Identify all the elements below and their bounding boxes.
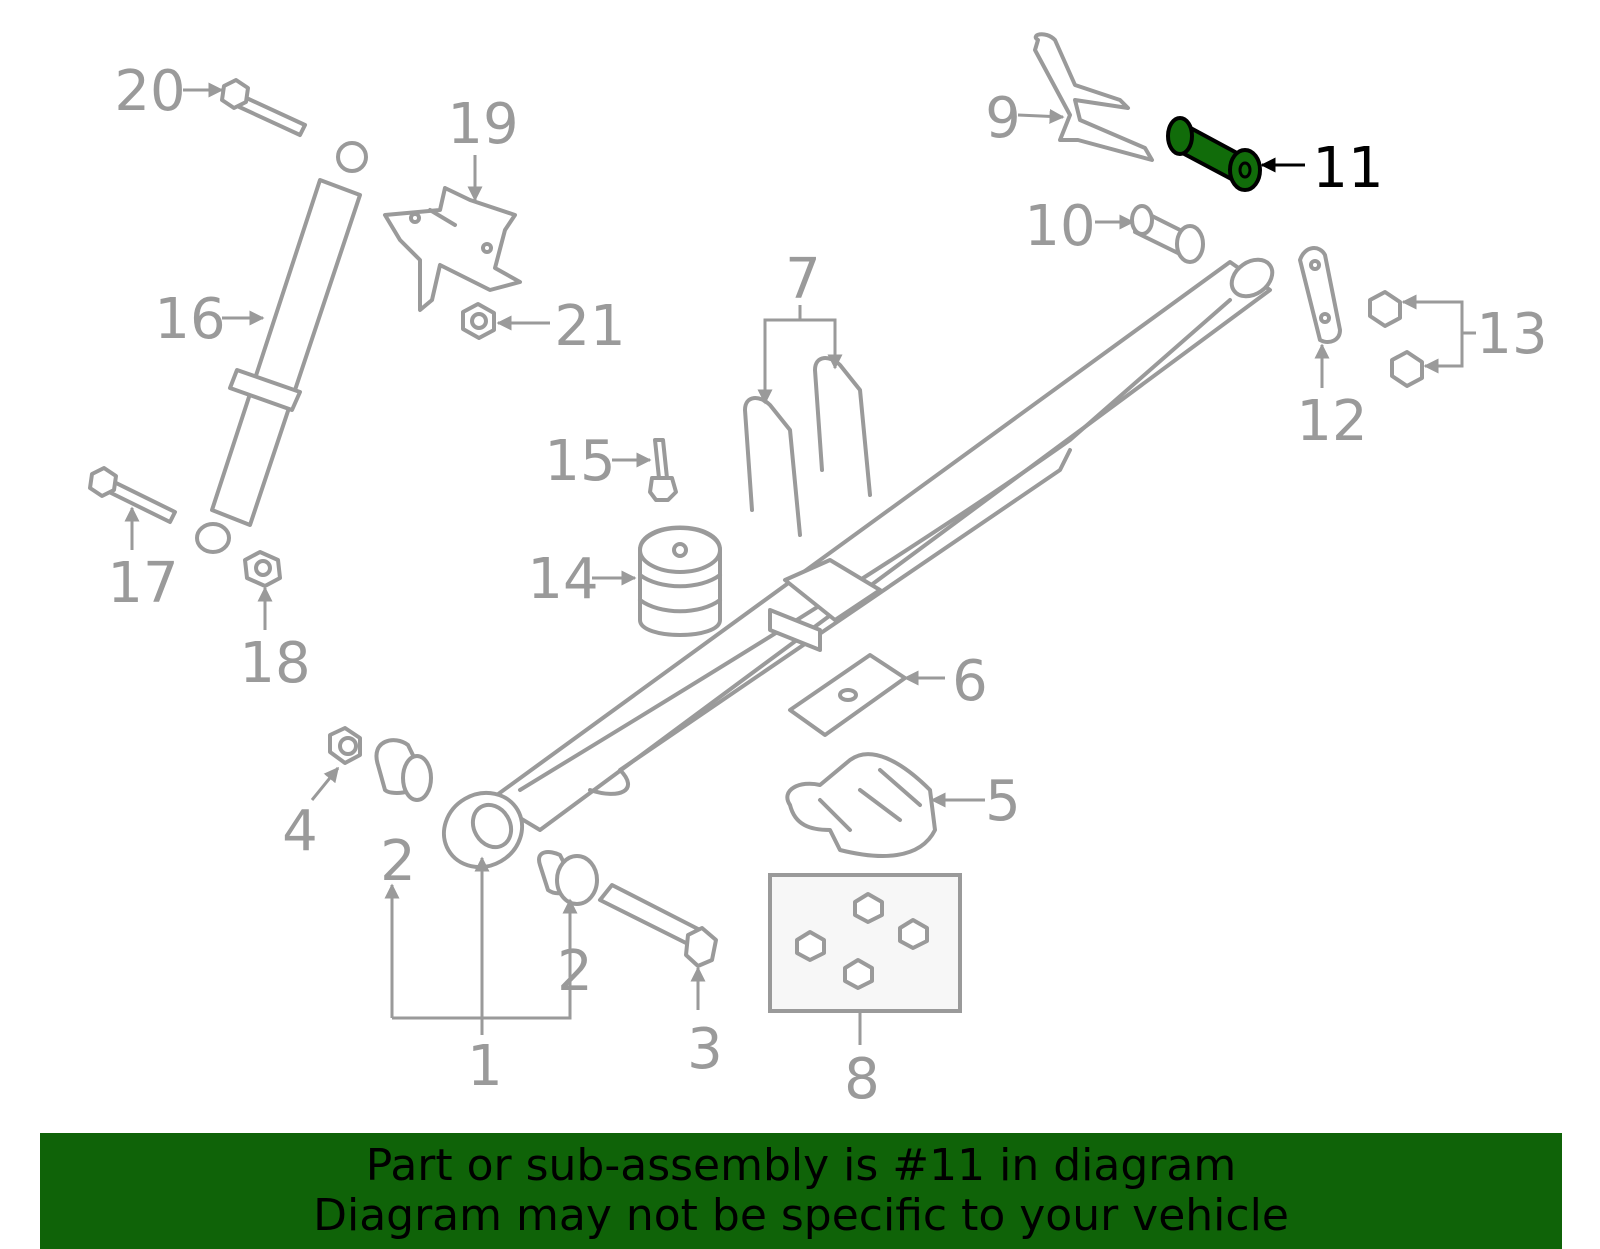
- callout-17: 17: [107, 551, 178, 616]
- callout-10: 10: [1024, 194, 1095, 259]
- leaf-spring-part[interactable]: [430, 252, 1279, 881]
- callout-5: 5: [985, 769, 1021, 834]
- callout-7: 7: [785, 247, 821, 312]
- nut-part-18[interactable]: [243, 550, 282, 588]
- leader-lines: [124, 82, 1476, 1045]
- callout-16: 16: [154, 287, 225, 352]
- callout-20: 20: [114, 59, 185, 124]
- callout-labels: 1 2 2 3 4 5 6 7 8 9 10 11 12 13 14 15 16…: [107, 59, 1547, 1112]
- info-banner: Part or sub-assembly is #11 in diagram D…: [40, 1133, 1562, 1249]
- callout-14: 14: [527, 547, 598, 612]
- nut-part-21[interactable]: [461, 302, 496, 340]
- callout-12: 12: [1296, 389, 1367, 454]
- shackle-plate-part-12[interactable]: [1298, 246, 1342, 344]
- bolt-part-15[interactable]: [648, 438, 678, 502]
- callout-9: 9: [985, 86, 1021, 151]
- callout-21: 21: [554, 294, 625, 359]
- highlighted-part-11[interactable]: [1166, 116, 1262, 192]
- plate-part-6[interactable]: [788, 653, 907, 737]
- bolt-part-20[interactable]: [220, 78, 307, 137]
- bolt-part-17[interactable]: [88, 466, 177, 524]
- callout-15: 15: [544, 429, 615, 494]
- nut-part-4[interactable]: [328, 726, 362, 765]
- nut-part-13-lower[interactable]: [1390, 350, 1424, 388]
- callout-3: 3: [687, 1017, 723, 1082]
- callout-8: 8: [844, 1047, 880, 1112]
- bushing-part-upper[interactable]: [374, 738, 433, 802]
- pin-part-10[interactable]: [1130, 204, 1205, 264]
- bump-stop-part-14[interactable]: [638, 525, 722, 637]
- spring-seat-part-5[interactable]: [785, 752, 937, 858]
- bolt-part-3[interactable]: [598, 883, 718, 968]
- callout-11: 11: [1312, 136, 1383, 201]
- nut-part-13-upper[interactable]: [1368, 290, 1402, 328]
- bracket-part-19[interactable]: [383, 186, 522, 312]
- callout-1: 1: [467, 1034, 503, 1099]
- callout-4: 4: [282, 799, 318, 864]
- callout-19: 19: [447, 92, 518, 157]
- banner-line-1: Part or sub-assembly is #11 in diagram: [365, 1140, 1237, 1191]
- shackle-part-9[interactable]: [1033, 32, 1154, 162]
- banner-line-2: Diagram may not be specific to your vehi…: [313, 1190, 1289, 1241]
- callout-6: 6: [952, 649, 988, 714]
- callout-2-right: 2: [557, 939, 593, 1004]
- shock-absorber-part-16[interactable]: [195, 141, 368, 554]
- nut-kit-part-8[interactable]: [768, 873, 962, 1013]
- callout-2-left: 2: [380, 829, 416, 894]
- callout-13: 13: [1476, 302, 1547, 367]
- bushing-part-lower[interactable]: [537, 850, 599, 906]
- callout-18: 18: [239, 631, 310, 696]
